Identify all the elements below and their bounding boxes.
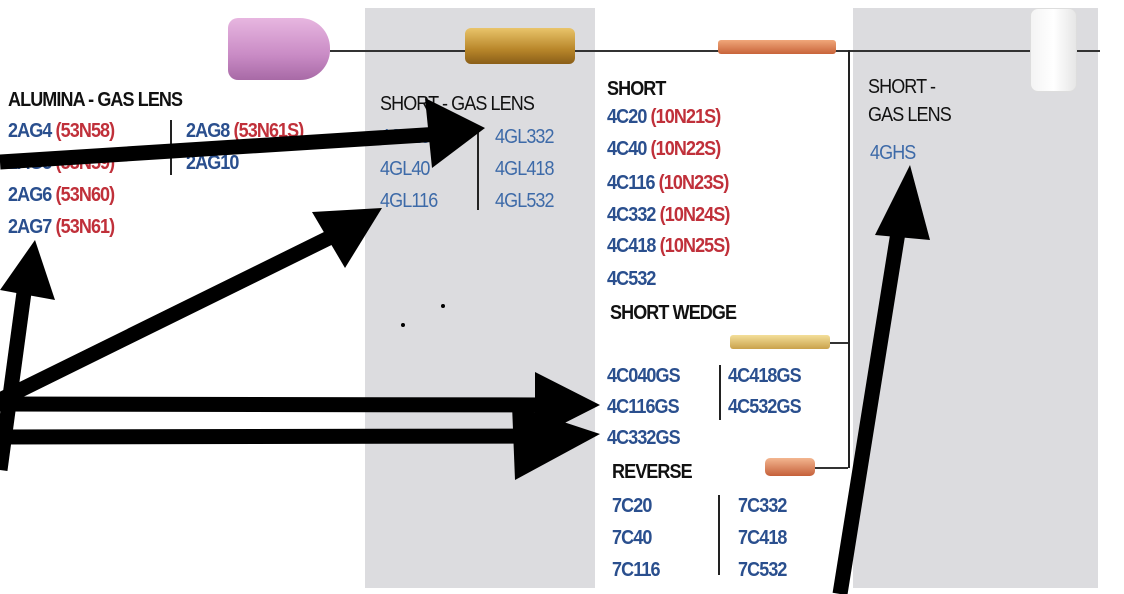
part-number: 4C116GS [607, 396, 680, 418]
gas-lens-panel [365, 8, 595, 588]
wedge-collet-image [730, 335, 830, 349]
part-number: 4GL332 [495, 126, 555, 148]
arrow-shaft [0, 283, 33, 472]
gas-lens-cup-image [1030, 8, 1077, 92]
arrow-head [312, 208, 382, 268]
arrow-shaft [0, 396, 546, 413]
part-number: 4C332 (10N24S) [607, 204, 730, 226]
part-number: 4C332GS [607, 427, 681, 449]
part-number: 7C532 [738, 559, 787, 581]
short-title: SHORT [607, 78, 666, 100]
part-number: 4C040GS [607, 365, 681, 387]
part-number: 7C116 [612, 559, 660, 581]
connector-line [848, 50, 850, 468]
gas-lens-image [465, 28, 575, 64]
part-number: 4GL532 [495, 190, 555, 212]
alumina-title: ALUMINA - GAS LENS [8, 89, 183, 111]
part-number: 2AG6 (53N60) [8, 184, 115, 206]
part-number: 4C20 (10N21S) [607, 106, 721, 128]
collet-image [718, 40, 836, 54]
part-number: 4C116 (10N23S) [607, 172, 729, 194]
gas-lens-cup-title: SHORT - [868, 76, 936, 98]
connector-line [815, 467, 848, 469]
arrow-head [512, 405, 600, 480]
alumina-cup-image [228, 18, 330, 80]
connector-line [330, 50, 1100, 52]
part-number: 4GHS [870, 142, 916, 164]
short-wedge-title: SHORT WEDGE [610, 302, 737, 324]
part-number: 4C40 (10N22S) [607, 138, 721, 160]
part-number: 4GL40 [380, 158, 430, 180]
part-number: 7C40 [612, 527, 652, 549]
arrow-shaft [0, 428, 546, 445]
part-number: 2AG7 (53N61) [8, 216, 115, 238]
part-number: 4GL418 [495, 158, 555, 180]
arrow-shaft [0, 126, 441, 170]
arrow-head [875, 165, 930, 240]
reverse-title: REVERSE [612, 461, 693, 483]
part-number: 4C418GS [728, 365, 802, 387]
part-number: 7C332 [738, 495, 787, 517]
arrow-head [0, 240, 55, 300]
gas-lens-cup-title-2: GAS LENS [868, 104, 952, 126]
dot [441, 304, 445, 308]
divider [718, 495, 720, 575]
connector-line [830, 342, 848, 344]
divider [477, 128, 479, 210]
part-number: 7C418 [738, 527, 787, 549]
arrow-shaft [832, 218, 908, 594]
divider [719, 365, 721, 420]
short-gas-lens-title: SHORT - GAS LENS [380, 93, 535, 115]
part-number: 2AG4 (53N58) [8, 120, 115, 142]
part-number: 4GL116 [380, 190, 438, 212]
reverse-collet-image [765, 458, 815, 476]
dot [401, 323, 405, 327]
part-number: 4C418 (10N25S) [607, 235, 730, 257]
part-number: 4C532 [607, 268, 656, 290]
part-number: 4C532GS [728, 396, 802, 418]
part-number: 2AG10 [186, 152, 239, 174]
arrow-head [425, 98, 485, 168]
arrow-shaft [0, 223, 349, 407]
part-number: 7C20 [612, 495, 652, 517]
